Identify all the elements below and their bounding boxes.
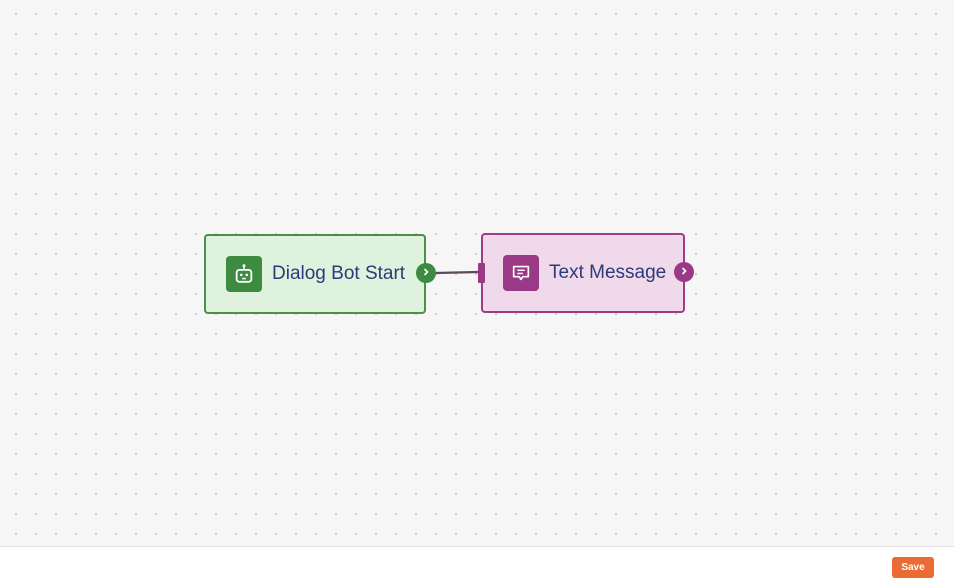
node-label: Text Message — [549, 262, 667, 283]
output-port[interactable] — [416, 263, 436, 283]
footer-bar: Save — [0, 546, 954, 587]
node-text-message[interactable]: Text Message — [481, 233, 685, 313]
node-label: Dialog Bot Start — [272, 263, 406, 284]
robot-icon — [226, 256, 262, 292]
chevron-right-icon — [421, 264, 431, 282]
node-dialog-bot-start[interactable]: Dialog Bot Start — [204, 234, 426, 314]
flow-canvas[interactable]: Dialog Bot Start Text Message — [0, 0, 954, 546]
connection-edge[interactable] — [0, 0, 954, 546]
message-icon — [503, 255, 539, 291]
output-port[interactable] — [674, 262, 694, 282]
input-port[interactable] — [478, 263, 485, 283]
save-button[interactable]: Save — [892, 557, 934, 578]
chevron-right-icon — [679, 263, 689, 281]
